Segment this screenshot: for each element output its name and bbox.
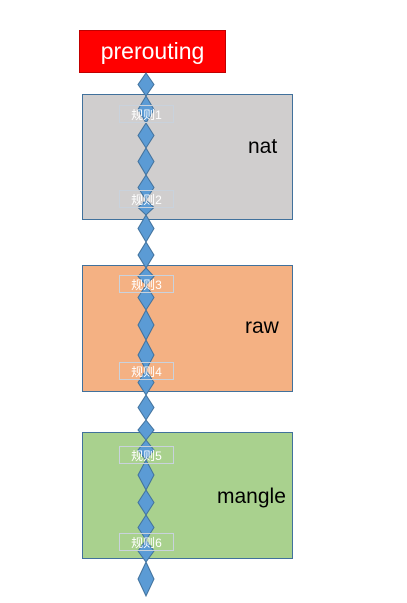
raw-table-box xyxy=(82,265,293,392)
nat-table-label: nat xyxy=(248,135,278,158)
raw-table-label: raw xyxy=(245,315,279,338)
connector-diamond xyxy=(137,394,155,421)
connector-diamond xyxy=(137,72,155,97)
nat-table-box xyxy=(82,94,293,220)
connector-diamond xyxy=(137,458,155,492)
mangle-table-box xyxy=(82,432,293,559)
connector-diamond xyxy=(137,122,155,149)
rule-2-box: 规则2 xyxy=(119,190,174,208)
rule-3-box: 规则3 xyxy=(119,275,174,293)
rule-5-box: 规则5 xyxy=(119,446,174,464)
connector-diamond xyxy=(137,489,155,516)
connector-diamond xyxy=(137,214,155,243)
rule-4-box: 规则4 xyxy=(119,362,174,380)
connector-diamond xyxy=(137,419,155,441)
connector-diamond xyxy=(137,241,155,269)
rule-1-box: 规则1 xyxy=(119,105,174,123)
prerouting-chain-header: prerouting xyxy=(79,30,226,73)
mangle-table-label: mangle xyxy=(217,485,286,508)
connector-diamond xyxy=(137,560,155,598)
connector-diamond xyxy=(137,147,155,176)
rule-6-box: 规则6 xyxy=(119,533,174,551)
prerouting-label: prerouting xyxy=(100,38,205,64)
connector-diamond xyxy=(137,308,155,342)
